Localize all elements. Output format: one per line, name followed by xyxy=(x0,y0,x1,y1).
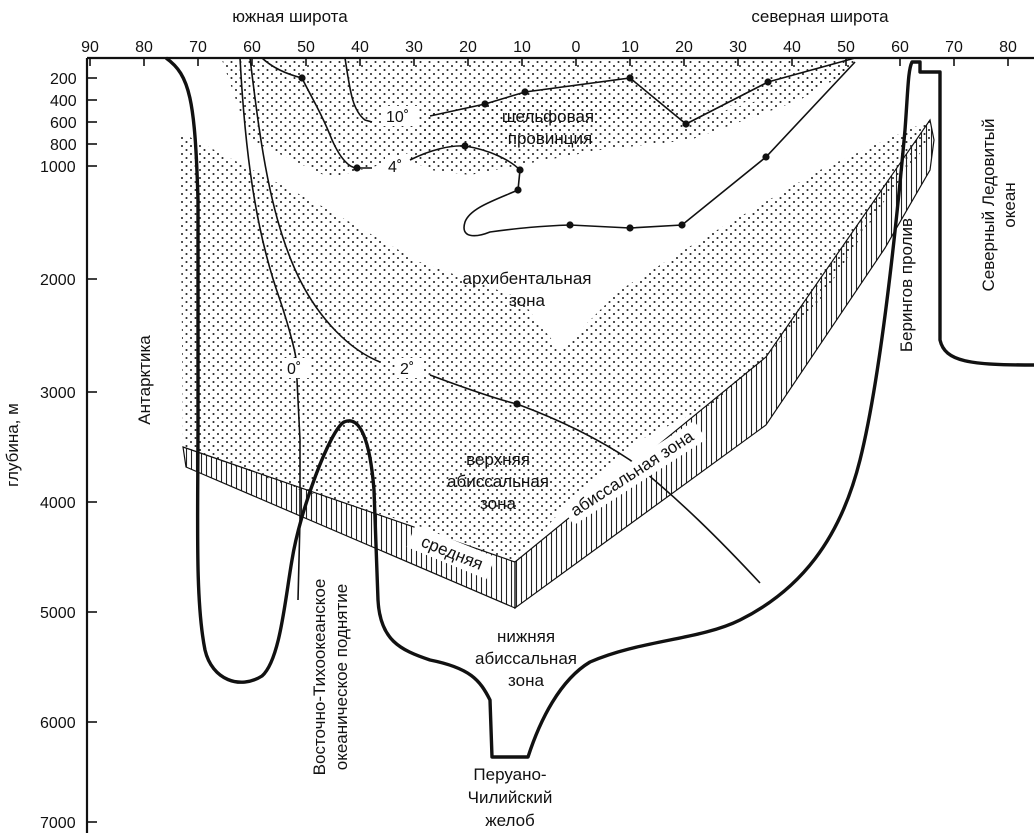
antarctica-label: Антарктика xyxy=(135,335,154,425)
isotherm-10-left xyxy=(344,57,373,123)
isotherm-marker-dot xyxy=(762,153,770,161)
shelf-province-fill xyxy=(410,62,860,175)
isotherm-4-line xyxy=(261,57,372,169)
east-pacific-rise-label-2: океаническое поднятие xyxy=(332,584,351,771)
isotherm-4-label: 4˚ xyxy=(388,159,402,176)
lat-tick-n60: 60 xyxy=(891,39,909,56)
depth-tick-1000: 1000 xyxy=(40,159,76,176)
lower-abyssal-label-3: зона xyxy=(508,671,544,690)
shelf-province-label-1: шельфовая xyxy=(502,107,594,126)
iso0-label-bg xyxy=(284,358,310,378)
lat-tick-n30: 30 xyxy=(729,39,747,56)
depth-tick-6000: 6000 xyxy=(40,715,76,732)
east-pacific-rise-label-1: Восточно-Тихоокеанское xyxy=(310,579,329,776)
isotherm-marker-dot xyxy=(514,186,522,194)
lat-tick-s40: 40 xyxy=(351,39,369,56)
lat-tick-s90: 90 xyxy=(81,39,99,56)
archibenthal-label-1: архибентальная xyxy=(463,269,592,288)
lat-tick-n20: 20 xyxy=(675,39,693,56)
abyssal-zone-label-bg xyxy=(561,420,707,526)
depth-tick-600: 600 xyxy=(50,115,77,132)
shelf-province-label-2: провинция xyxy=(508,129,592,148)
isotherm-marker-dot xyxy=(678,221,686,229)
lat-tick-n50: 50 xyxy=(837,39,855,56)
isotherm-marker-dot xyxy=(566,221,574,229)
upper-abyssal-label-2: абиссальная xyxy=(447,472,549,491)
lower-abyssal-label-1: нижняя xyxy=(497,627,555,646)
lat-tick-s70: 70 xyxy=(189,39,207,56)
depth-tick-labels: 200 400 600 800 1000 2000 3000 4000 5000… xyxy=(40,71,77,832)
isotherm-markers xyxy=(298,74,772,408)
isotherm-marker-dot xyxy=(682,120,690,128)
seafloor-profile xyxy=(165,56,1034,759)
axes xyxy=(85,56,1034,833)
isotherm-marker-dot xyxy=(461,142,469,150)
peru-chile-trench-label-1: Перуано- xyxy=(473,765,546,784)
lat-tick-n80: 80 xyxy=(999,39,1017,56)
isotherm-marker-dot xyxy=(521,88,529,96)
lat-tick-n10: 10 xyxy=(621,39,639,56)
arctic-ocean-label-1: Северный Ледовитый xyxy=(979,119,998,292)
upper-abyssal-label-3: зона xyxy=(480,494,516,513)
isotherm-10-label: 10˚ xyxy=(386,109,409,126)
isotherm-2-line xyxy=(249,57,381,363)
peru-chile-trench-label-3: желоб xyxy=(485,811,535,830)
isotherm-marker-dot xyxy=(626,74,634,82)
depth-tick-2000: 2000 xyxy=(40,272,76,289)
isotherm-0-line xyxy=(239,57,301,601)
isotherm-marker-dot xyxy=(481,100,489,108)
lat-tick-s80: 80 xyxy=(135,39,153,56)
iso2-label-bg xyxy=(397,358,423,378)
zone-labels: шельфовая провинция архибентальная зона … xyxy=(447,107,594,690)
isotherm-marker-dot xyxy=(298,74,306,82)
iso10-label-bg xyxy=(383,106,417,126)
north-latitude-heading: северная широта xyxy=(751,7,889,26)
antarctic-slope-line xyxy=(165,56,1034,759)
lat-tick-s50: 50 xyxy=(297,39,315,56)
isotherm-marker-dot xyxy=(764,78,772,86)
lat-tick-n70: 70 xyxy=(945,39,963,56)
isotherm-marker-dot xyxy=(516,166,524,174)
isotherm-marker-dot xyxy=(626,224,634,232)
bering-strait-label: Берингов пролив xyxy=(897,218,916,352)
peru-chile-trench-label-2: Чилийский xyxy=(468,788,553,807)
middle-label-bg xyxy=(406,524,496,580)
archibenthal-clear-area xyxy=(320,135,830,350)
isotherm-0-label: 0˚ xyxy=(287,361,301,378)
depth-tick-7000: 7000 xyxy=(40,815,76,832)
depth-tick-200: 200 xyxy=(50,71,77,88)
isotherm-marker-dot xyxy=(513,400,521,408)
depth-axis-title: глубина, м xyxy=(3,403,22,487)
south-latitude-heading: южная широта xyxy=(232,7,348,26)
geography-labels: Антарктика Восточно-Тихоокеанское океани… xyxy=(135,119,1019,830)
isotherm-labels: 10˚ 4˚ 2˚ 0˚ xyxy=(284,106,423,378)
isotherm-2-right xyxy=(429,374,761,584)
depth-tick-3000: 3000 xyxy=(40,385,76,402)
depth-tick-400: 400 xyxy=(50,93,77,110)
isotherm-2-label: 2˚ xyxy=(400,361,414,378)
depth-tick-marks xyxy=(87,77,97,823)
isotherm-marker-dot xyxy=(353,164,361,172)
arctic-ocean-label-2: океан xyxy=(1000,182,1019,227)
latitude-tick-marks xyxy=(89,58,1009,66)
lat-tick-s20: 20 xyxy=(459,39,477,56)
depth-tick-4000: 4000 xyxy=(40,495,76,512)
depth-tick-5000: 5000 xyxy=(40,605,76,622)
depth-tick-800: 800 xyxy=(50,137,77,154)
archibenthal-label-2: зона xyxy=(509,291,545,310)
lat-tick-s30: 30 xyxy=(405,39,423,56)
lat-tick-s10: 10 xyxy=(513,39,531,56)
lat-tick-s60: 60 xyxy=(243,39,261,56)
iso4-label-bg xyxy=(385,156,409,176)
upper-abyssal-label-1: верхняя xyxy=(466,450,530,469)
latitude-tick-labels: 90 80 70 60 50 40 30 20 10 0 10 20 30 40… xyxy=(81,39,1017,56)
lat-tick-0: 0 xyxy=(572,39,581,56)
lat-tick-n40: 40 xyxy=(783,39,801,56)
lower-abyssal-label-2: абиссальная xyxy=(475,649,577,668)
